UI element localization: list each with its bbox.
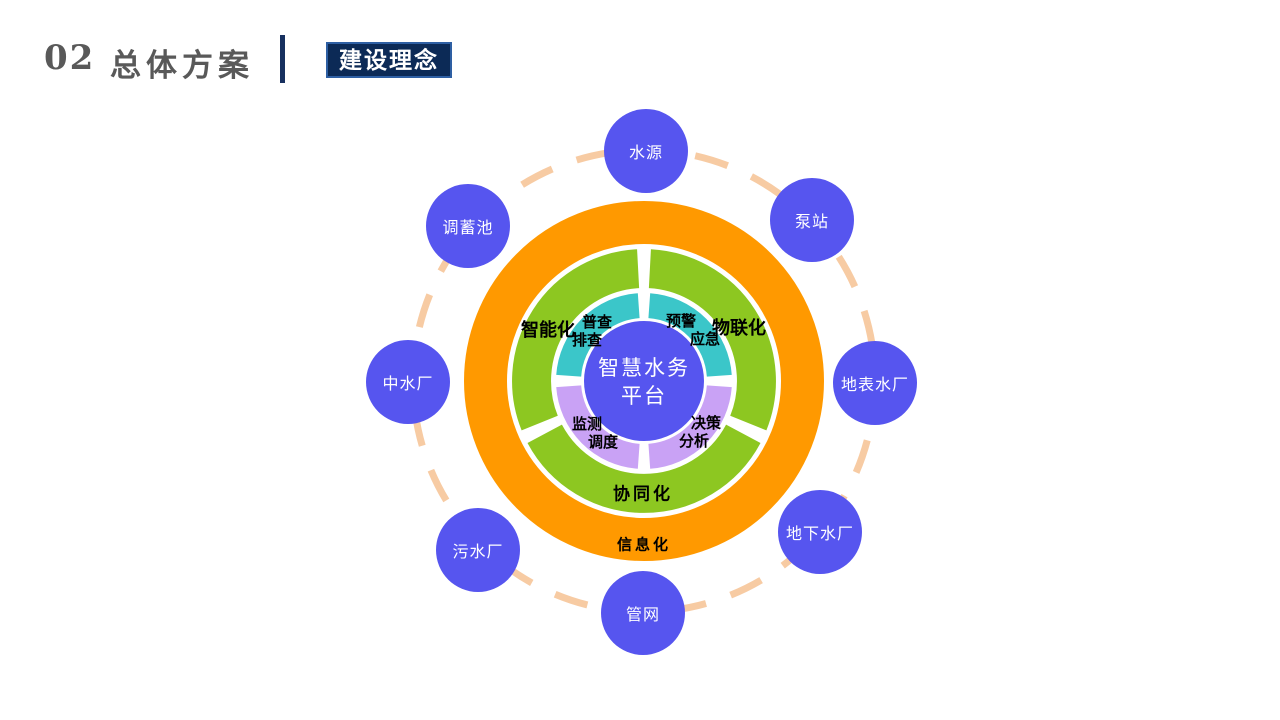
quadrant-label-monitoring: 监测 调度 bbox=[572, 416, 618, 452]
satellite-water-source: 水源 bbox=[604, 109, 688, 193]
satellite-pipe-network: 管网 bbox=[601, 571, 685, 655]
quadrant-decision-line2: 分析 bbox=[678, 433, 710, 450]
satellite-label: 管网 bbox=[625, 607, 660, 624]
satellite-reclaimed-water-plant: 中水厂 bbox=[366, 340, 450, 424]
quadrant-survey-line2: 排查 bbox=[571, 332, 603, 349]
purple-quadrant-monitoring bbox=[556, 384, 641, 469]
ring-label-smart: 智能化 bbox=[521, 320, 575, 340]
satellite-label: 地表水厂 bbox=[840, 377, 909, 394]
section-number: 02 bbox=[44, 38, 96, 78]
ring-label-informatization: 信息化 bbox=[616, 536, 672, 554]
teal-quadrant-survey bbox=[556, 293, 641, 378]
center-platform-line2: 平台 bbox=[621, 385, 667, 408]
section-title: 总体方案 bbox=[110, 48, 254, 83]
center-platform-circle bbox=[584, 321, 704, 441]
orange-informatization-ring bbox=[464, 201, 824, 561]
section-badge: 建设理念 bbox=[326, 42, 452, 78]
quadrant-warning-line2: 应急 bbox=[689, 331, 721, 348]
satellite-label: 泵站 bbox=[794, 214, 829, 231]
title-divider-bar bbox=[280, 35, 285, 83]
quadrant-survey-line1: 普查 bbox=[581, 314, 613, 331]
quadrant-label-survey: 普查 排查 bbox=[572, 314, 612, 350]
quadrant-monitoring-line1: 监测 bbox=[571, 416, 603, 433]
teal-quadrant-warning bbox=[647, 293, 732, 378]
satellite-label: 水源 bbox=[628, 145, 663, 162]
ring-label-collaboration: 协同化 bbox=[613, 484, 673, 504]
satellite-underground-water-plant: 地下水厂 bbox=[778, 490, 862, 574]
green-segment-smart bbox=[512, 249, 640, 431]
satellite-storage-reservoir: 调蓄池 bbox=[426, 184, 510, 268]
satellite-label: 中水厂 bbox=[382, 376, 434, 393]
satellite-pump-station: 泵站 bbox=[770, 178, 854, 262]
satellite-sewage-plant: 污水厂 bbox=[436, 508, 520, 592]
satellite-label: 调蓄池 bbox=[442, 220, 494, 237]
green-segment-collaboration bbox=[527, 424, 761, 513]
quadrant-warning-line1: 预警 bbox=[665, 313, 697, 330]
quadrant-label-decision: 决策 分析 bbox=[679, 415, 721, 451]
green-segment-iot bbox=[648, 249, 776, 431]
satellite-label: 污水厂 bbox=[452, 544, 504, 561]
satellite-label: 地下水厂 bbox=[785, 526, 854, 543]
center-platform-label: 智慧水务 平台 bbox=[598, 355, 690, 411]
center-platform-line1: 智慧水务 bbox=[598, 357, 690, 380]
satellite-surface-water-plant: 地表水厂 bbox=[833, 341, 917, 425]
quadrant-decision-line1: 决策 bbox=[690, 415, 722, 432]
purple-quadrant-decision bbox=[647, 384, 732, 469]
ring-label-iot: 物联化 bbox=[712, 318, 766, 338]
quadrant-label-warning: 预警 应急 bbox=[666, 313, 720, 349]
quadrant-monitoring-line2: 调度 bbox=[587, 434, 619, 451]
